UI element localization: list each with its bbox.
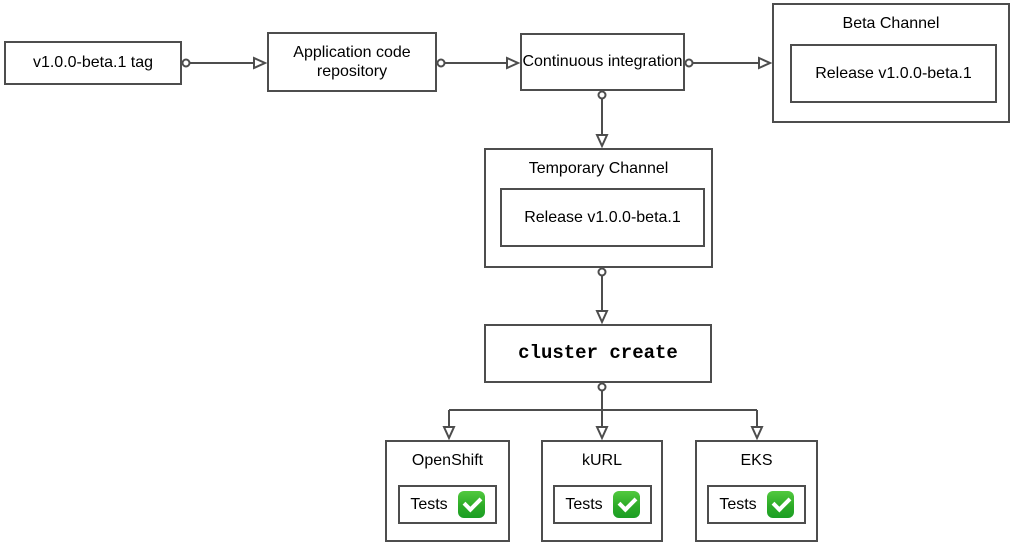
node-eks: EKS Tests — [695, 440, 818, 542]
connector-repo-to-ci — [436, 56, 521, 70]
connector-temporary-channel-to-cluster-create — [595, 267, 609, 325]
node-cluster-create-label: cluster create — [518, 342, 678, 365]
node-continuous-integration-label: Continuous integration — [522, 53, 683, 71]
node-eks-tests-label: Tests — [719, 495, 757, 513]
connector-ci-to-beta-channel — [684, 56, 773, 70]
node-kurl-tests: Tests — [553, 485, 652, 524]
node-temporary-channel: Temporary Channel Release v1.0.0-beta.1 — [484, 148, 713, 268]
node-openshift-tests-label: Tests — [410, 495, 448, 513]
node-openshift: OpenShift Tests — [385, 440, 510, 542]
node-kurl: kURL Tests — [541, 440, 663, 542]
node-openshift-title: OpenShift — [411, 452, 484, 469]
node-kurl-tests-label: Tests — [565, 495, 603, 513]
node-eks-tests: Tests — [707, 485, 806, 524]
node-eks-title: EKS — [740, 452, 773, 469]
node-kurl-title: kURL — [581, 452, 622, 469]
node-openshift-tests: Tests — [398, 485, 497, 524]
node-version-tag-label: v1.0.0-beta.1 tag — [32, 54, 154, 72]
node-application-code-repository-label: Application code repository — [293, 43, 411, 80]
node-temporary-channel-release-label: Release v1.0.0-beta.1 — [524, 208, 681, 226]
connector-cluster-create-branch — [442, 382, 764, 441]
connector-tag-to-repo — [181, 56, 268, 70]
node-beta-channel: Beta Channel Release v1.0.0-beta.1 — [772, 3, 1010, 123]
check-mark-icon — [766, 491, 794, 518]
check-mark-icon — [612, 491, 640, 518]
node-version-tag: v1.0.0-beta.1 tag — [4, 41, 182, 85]
node-beta-channel-release-label: Release v1.0.0-beta.1 — [815, 64, 972, 82]
node-cluster-create: cluster create — [484, 324, 712, 383]
node-application-code-repository: Application code repository — [267, 32, 437, 92]
connector-ci-to-temporary-channel — [595, 90, 609, 149]
node-beta-channel-title: Beta Channel — [842, 15, 940, 32]
node-temporary-channel-release: Release v1.0.0-beta.1 — [500, 188, 705, 247]
check-mark-icon — [457, 491, 485, 518]
node-beta-channel-release: Release v1.0.0-beta.1 — [790, 44, 997, 103]
node-continuous-integration: Continuous integration — [520, 33, 685, 91]
node-temporary-channel-title: Temporary Channel — [528, 160, 669, 177]
